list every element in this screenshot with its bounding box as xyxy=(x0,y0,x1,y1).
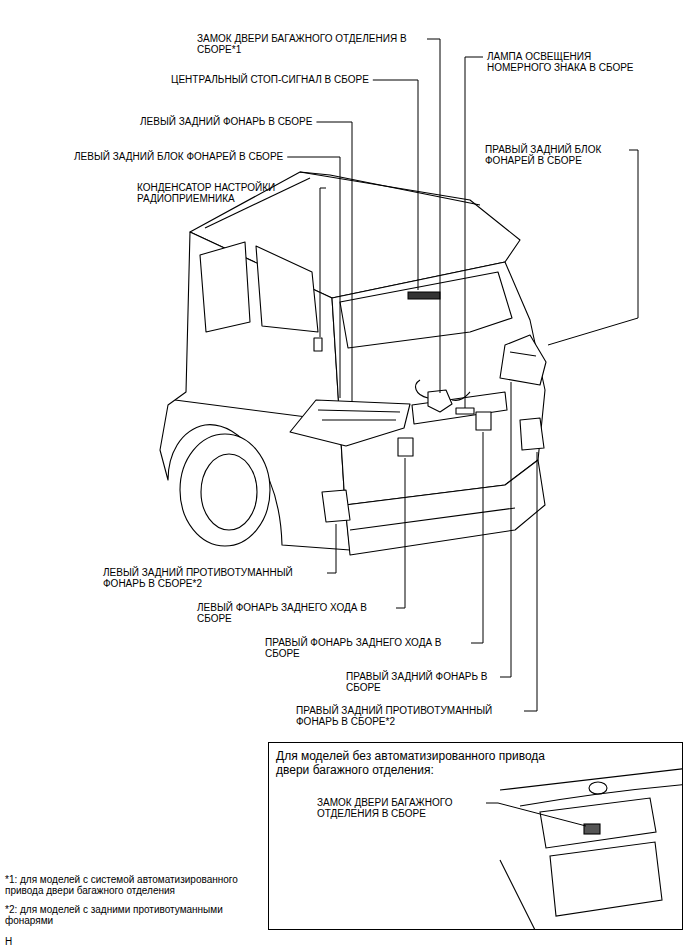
leader-line xyxy=(287,157,340,398)
part-label: ЛАМПА ОСВЕЩЕНИЯ НОМЕРНОГО ЗНАКА В СБОРЕ xyxy=(487,51,642,73)
part-label: КОНДЕНСАТОР НАСТРОЙКИ РАДИОПРИЕМНИКА xyxy=(137,182,322,204)
part-label: ЛЕВЫЙ ЗАДНИЙ БЛОК ФОНАРЕЙ В СБОРЕ xyxy=(74,151,283,162)
footnote: *2: для моделей с задними противотуманны… xyxy=(5,904,260,926)
leader-line xyxy=(320,188,326,337)
part-label: ЗАМОК ДВЕРИ БАГАЖНОГО ОТДЕЛЕНИЯ В СБОРЕ*… xyxy=(197,33,423,55)
leader-line xyxy=(396,458,405,608)
leader-line xyxy=(548,150,638,345)
part-label: ПРАВЫЙ ЗАДНИЙ БЛОК ФОНАРЕЙ В СБОРЕ xyxy=(485,144,625,166)
leader-line xyxy=(373,80,418,290)
part-label: ЦЕНТРАЛЬНЫЙ СТОП-СИГНАЛ В СБОРЕ xyxy=(171,74,369,85)
footnote: H xyxy=(5,936,12,947)
leader-line xyxy=(327,524,336,573)
leader-line xyxy=(465,57,483,408)
leader-line xyxy=(524,452,537,711)
inset-heading: Для моделей без автоматизированного прив… xyxy=(276,749,566,777)
leader-line xyxy=(500,382,511,677)
part-label: ЗАМОК ДВЕРИ БАГАЖНОГО ОТДЕЛЕНИЯ В СБОРЕ xyxy=(317,797,482,819)
leader-line xyxy=(316,122,352,402)
part-label: ЛЕВЫЙ ЗАДНИЙ ПРОТИВОТУМАННЫЙ ФОНАРЬ В СБ… xyxy=(103,567,323,589)
part-label: ЛЕВЫЙ ФОНАРЬ ЗАДНЕГО ХОДА В СБОРЕ xyxy=(197,602,392,624)
part-label: ПРАВЫЙ ЗАДНИЙ ФОНАРЬ В СБОРЕ xyxy=(346,671,496,693)
inset-panel: Для моделей без автоматизированного прив… xyxy=(268,742,683,930)
leader-line xyxy=(471,432,483,643)
part-label: ПРАВЫЙ ФОНАРЬ ЗАДНЕГО ХОДА В СБОРЕ xyxy=(265,637,467,659)
footnote: *1: для моделей с системой автоматизиров… xyxy=(5,874,273,896)
part-label: ПРАВЫЙ ЗАДНИЙ ПРОТИВОТУМАННЫЙ ФОНАРЬ В С… xyxy=(296,705,520,727)
leader-line xyxy=(427,39,440,393)
part-label: ЛЕВЫЙ ЗАДНИЙ ФОНАРЬ В СБОРЕ xyxy=(140,116,312,127)
leader-line xyxy=(486,803,586,826)
